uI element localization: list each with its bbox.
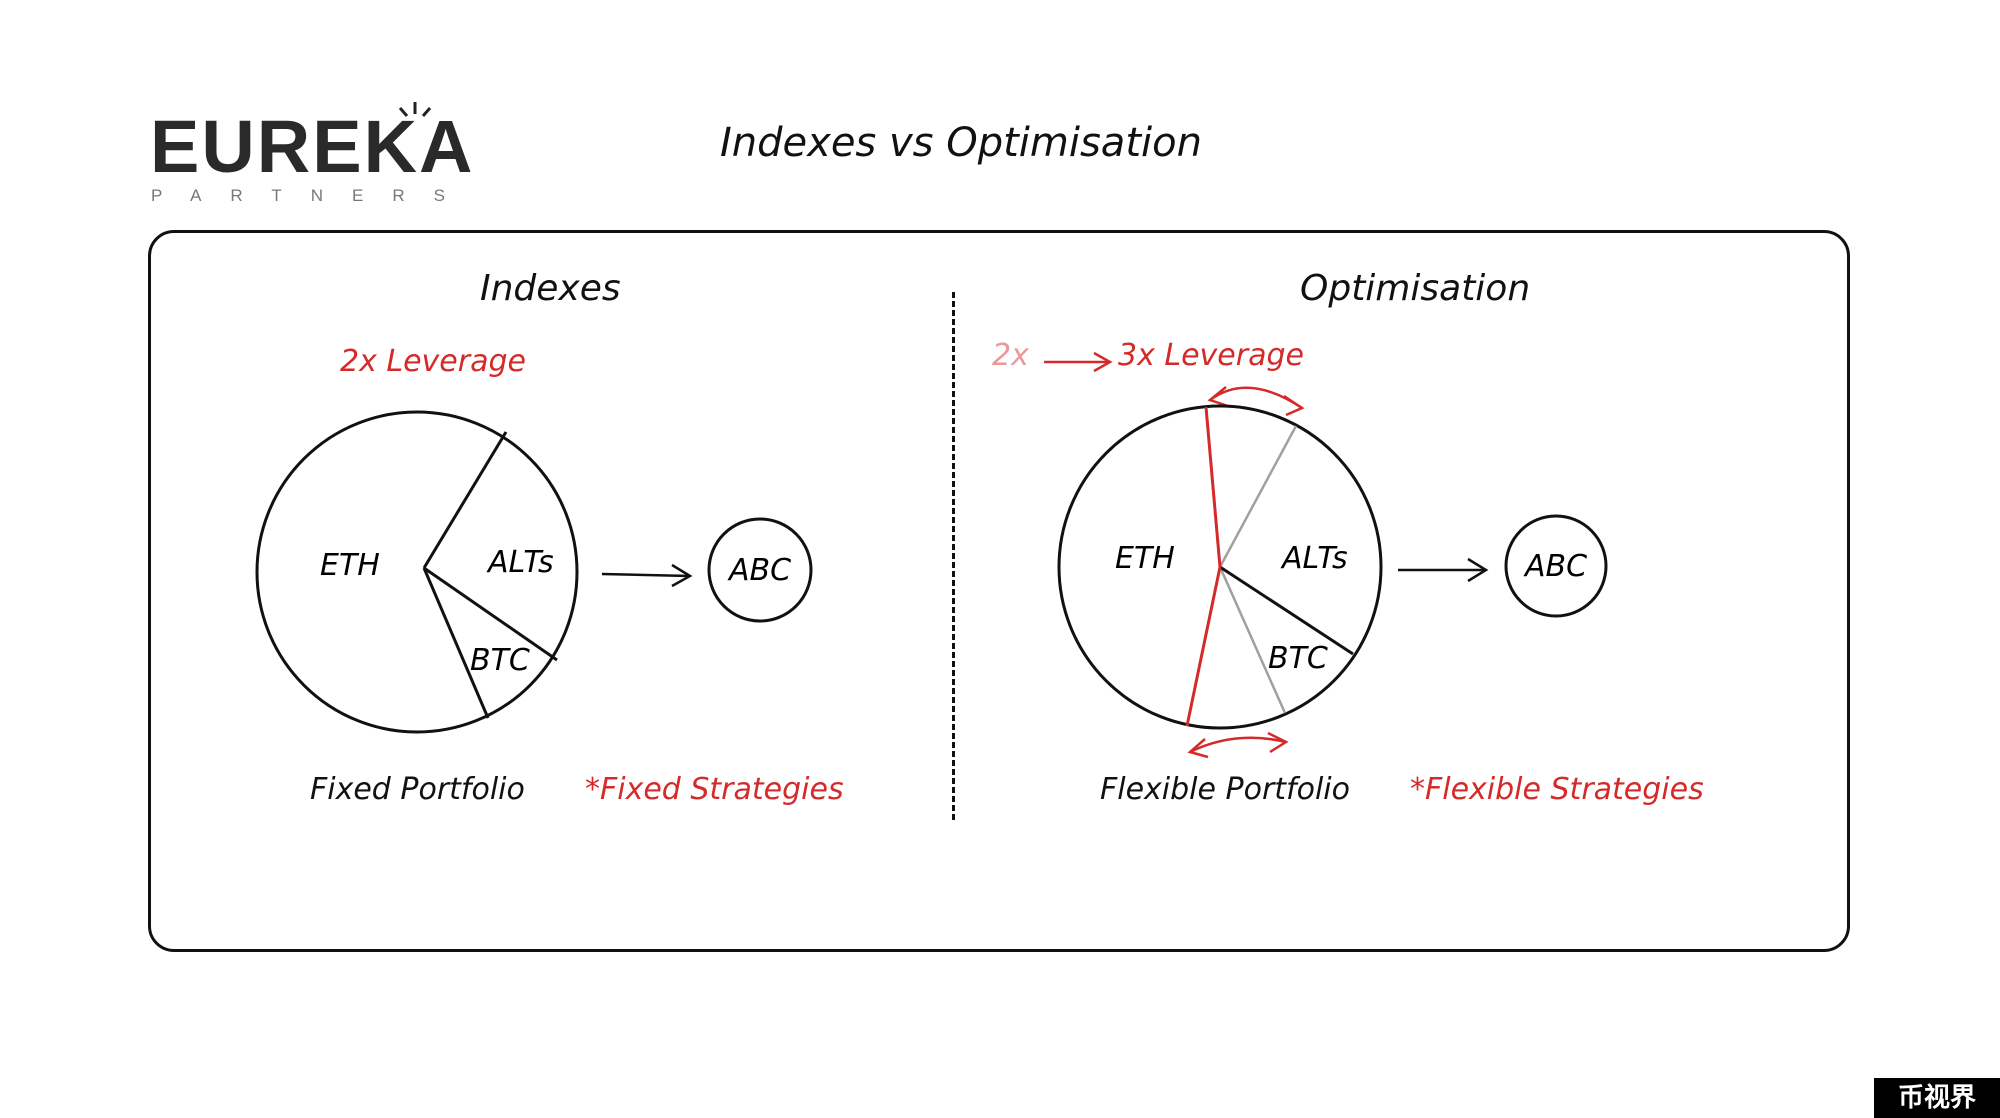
left-panel-title: Indexes [480,268,621,309]
left-note: *Fixed Strategies [585,772,844,807]
logo-subtitle: PARTNERS [151,186,475,205]
page-title: Indexes vs Optimisation [720,120,1202,166]
right-caption: Flexible Portfolio [1100,772,1350,807]
right-leverage-old: 2x [992,338,1029,373]
left-slice-label-alts: ALTs [486,545,554,580]
right-note: *Flexible Strategies [1410,772,1704,807]
left-slice-label-eth: ETH [320,548,380,583]
left-slice-label-btc: BTC [470,643,530,678]
right-slice-label-eth: ETH [1115,541,1175,576]
left-pie-diagram: ETH ALTs BTC ABC [255,410,813,734]
left-caption: Fixed Portfolio [310,772,525,807]
right-panel-title: Optimisation [1300,268,1531,309]
logo-spark-icon [398,102,432,117]
logo-wordmark: EUREKA [150,105,475,188]
right-slice-label-alts: ALTs [1280,541,1348,576]
left-output-label: ABC [727,553,791,588]
watermark-badge: 币视界 [1874,1078,2000,1118]
right-leverage-new: 3x Leverage [1118,338,1304,373]
right-output-label: ABC [1523,549,1587,584]
right-pie-diagram: ETH ALTs BTC ABC [1057,386,1608,759]
panel-divider [952,292,955,820]
comparison-frame [148,230,1850,952]
right-slice-label-btc: BTC [1268,641,1328,676]
left-leverage-label: 2x Leverage [340,344,526,379]
leverage-change-arrow-icon [1044,351,1113,373]
